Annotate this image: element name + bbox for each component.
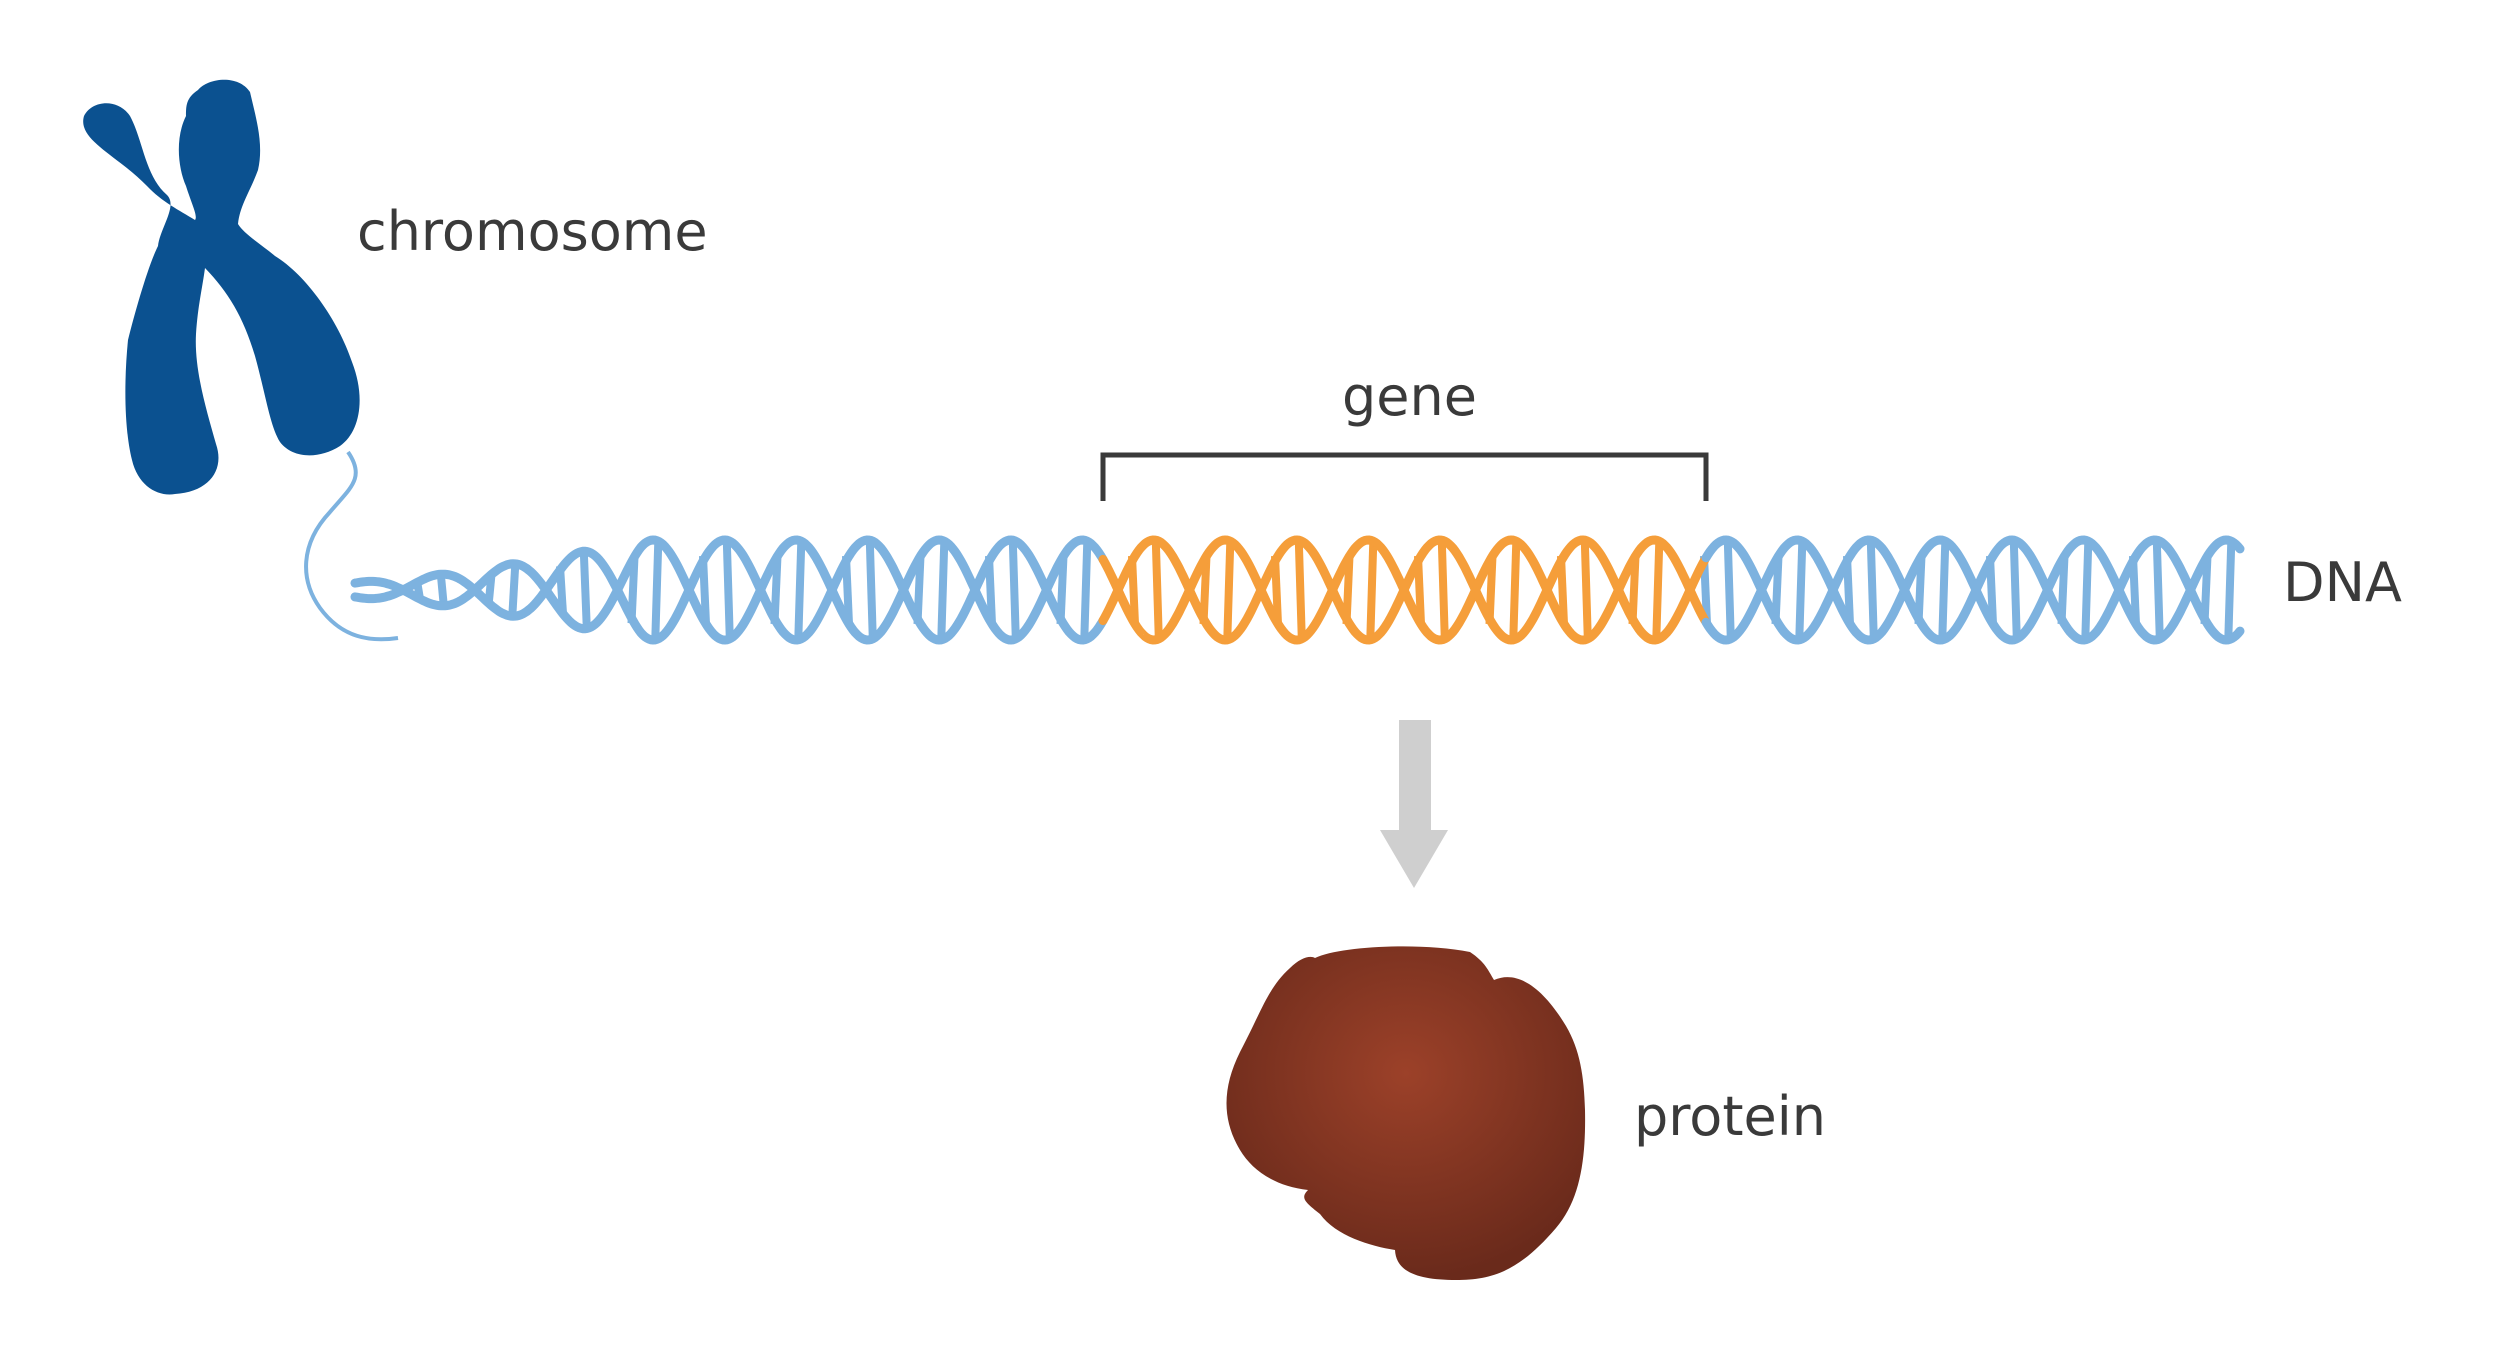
dna-base-pair: [937, 541, 949, 639]
dna-strand-a: [350, 535, 1108, 645]
dna-base-pair: [1866, 541, 1878, 639]
chromosome-icon: [83, 79, 360, 495]
dna-base-pair: [2009, 541, 2021, 639]
protein-blob-icon: [1226, 946, 1586, 1280]
gene-base-pair: [1294, 541, 1306, 639]
dna-strand-b: [350, 535, 1108, 645]
gene-base-pair: [1151, 541, 1163, 639]
dna-base-pair: [794, 541, 806, 639]
dna-base-pair: [2152, 541, 2164, 639]
gene-base-pair: [1223, 541, 1235, 639]
dna-label: DNA: [2283, 551, 2402, 614]
dna-strand-a-end: [1701, 535, 2245, 645]
dna-base-pair: [722, 541, 734, 639]
dna-base-pair: [1723, 541, 1735, 639]
gene-base-pair: [1580, 541, 1592, 639]
protein-label: protein: [1634, 1085, 1826, 1148]
chromatin-fiber: [304, 450, 399, 642]
dna-base-pair: [436, 573, 448, 607]
dna-base-pair: [508, 563, 520, 617]
gene-bracket: [1100, 452, 1709, 501]
dna-base-pair: [1008, 541, 1020, 639]
dna-base-pair: [579, 551, 591, 629]
dna-base-pair: [2224, 541, 2236, 639]
down-arrow-icon: [1380, 720, 1448, 888]
gene-strand-b: [1098, 535, 1710, 645]
gene-base-pair: [1437, 541, 1449, 639]
dna-helix: [350, 535, 2245, 645]
dna-base-pair: [1795, 541, 1807, 639]
gene-base-pair: [1366, 541, 1378, 639]
gene-base-pair: [1652, 541, 1664, 639]
dna-base-pair: [865, 541, 877, 639]
chromosome-label: chromosome: [357, 200, 708, 263]
dna-base-pair: [1080, 541, 1092, 639]
gene-base-pair: [1509, 541, 1521, 639]
gene-label: gene: [1342, 365, 1477, 428]
dna-base-pair: [651, 541, 663, 639]
dna-strand-b-end: [1701, 535, 2245, 645]
dna-base-pair: [1938, 541, 1950, 639]
dna-base-pair: [2081, 541, 2093, 639]
